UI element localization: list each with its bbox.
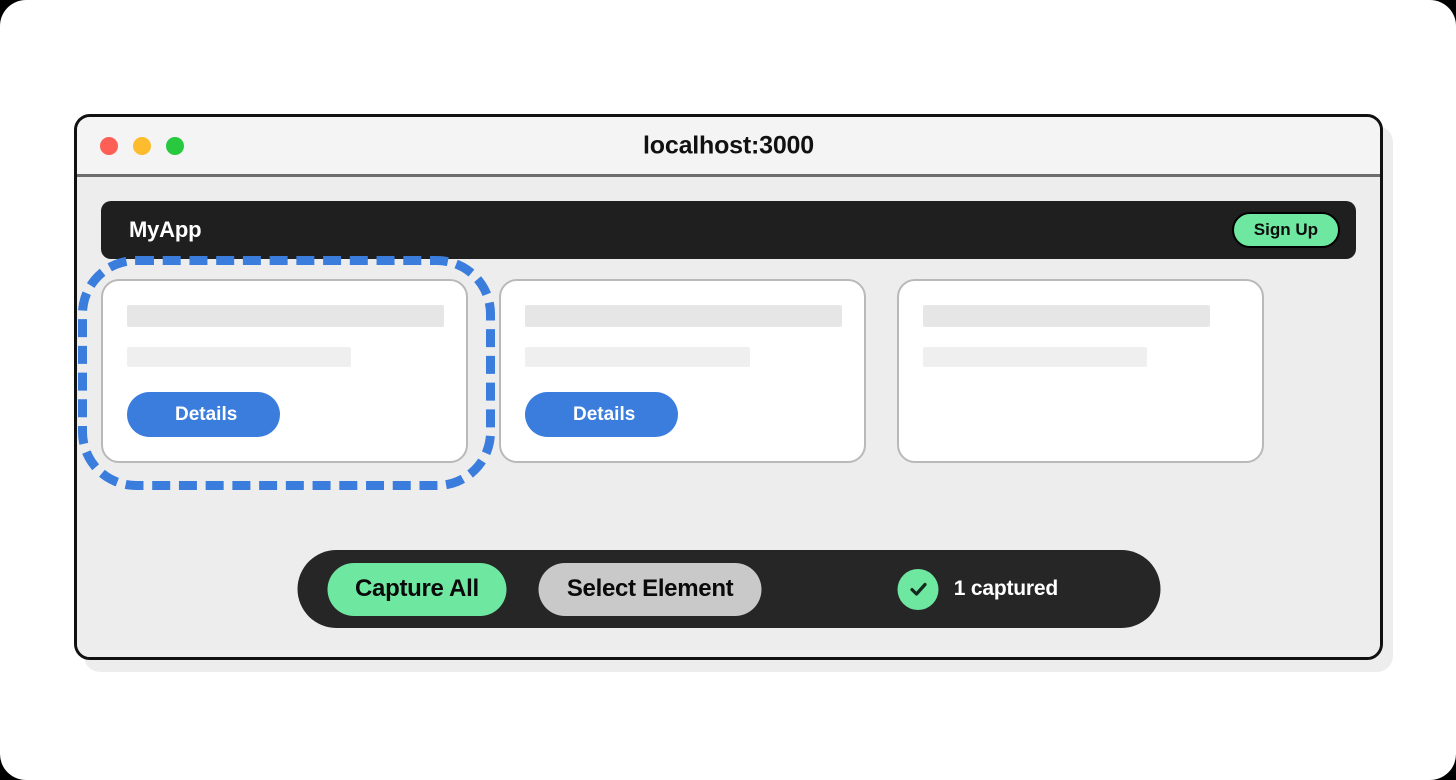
details-button[interactable]: Details <box>127 392 280 437</box>
placeholder-line-secondary <box>525 347 750 367</box>
card-item[interactable]: Details <box>499 279 866 463</box>
close-window-icon[interactable] <box>100 136 118 155</box>
card-item[interactable]: Details <box>78 256 495 490</box>
placeholder-line-secondary <box>127 347 351 367</box>
address-title: localhost:3000 <box>643 131 814 159</box>
browser-window: localhost:3000 MyApp Sign Up Details <box>74 114 1383 660</box>
sign-up-button[interactable]: Sign Up <box>1231 212 1340 248</box>
capture-count-label: 1 captured <box>953 577 1058 600</box>
app-name: MyApp <box>129 217 202 242</box>
browser-title-bar: localhost:3000 <box>77 117 1380 177</box>
card-item[interactable] <box>897 279 1264 463</box>
app-header: MyApp Sign Up <box>101 201 1356 259</box>
selection-outline <box>78 256 495 490</box>
page-body: MyApp Sign Up Details Details <box>77 177 1380 657</box>
select-element-button[interactable]: Select Element <box>538 562 762 616</box>
minimize-window-icon[interactable] <box>133 136 151 155</box>
check-circle-icon <box>897 568 939 610</box>
placeholder-line-primary <box>127 305 444 327</box>
maximize-window-icon[interactable] <box>166 136 184 155</box>
capture-toolbar: Capture All Select Element 1 captured <box>297 550 1160 628</box>
capture-status: 1 captured <box>897 568 1130 610</box>
capture-all-button[interactable]: Capture All <box>327 562 507 616</box>
details-button[interactable]: Details <box>525 392 678 437</box>
cards-row: Details Details <box>78 256 1356 490</box>
placeholder-line-primary <box>923 305 1210 327</box>
window-traffic-lights <box>100 136 184 155</box>
placeholder-line-secondary <box>923 347 1147 367</box>
placeholder-line-primary <box>525 305 842 327</box>
